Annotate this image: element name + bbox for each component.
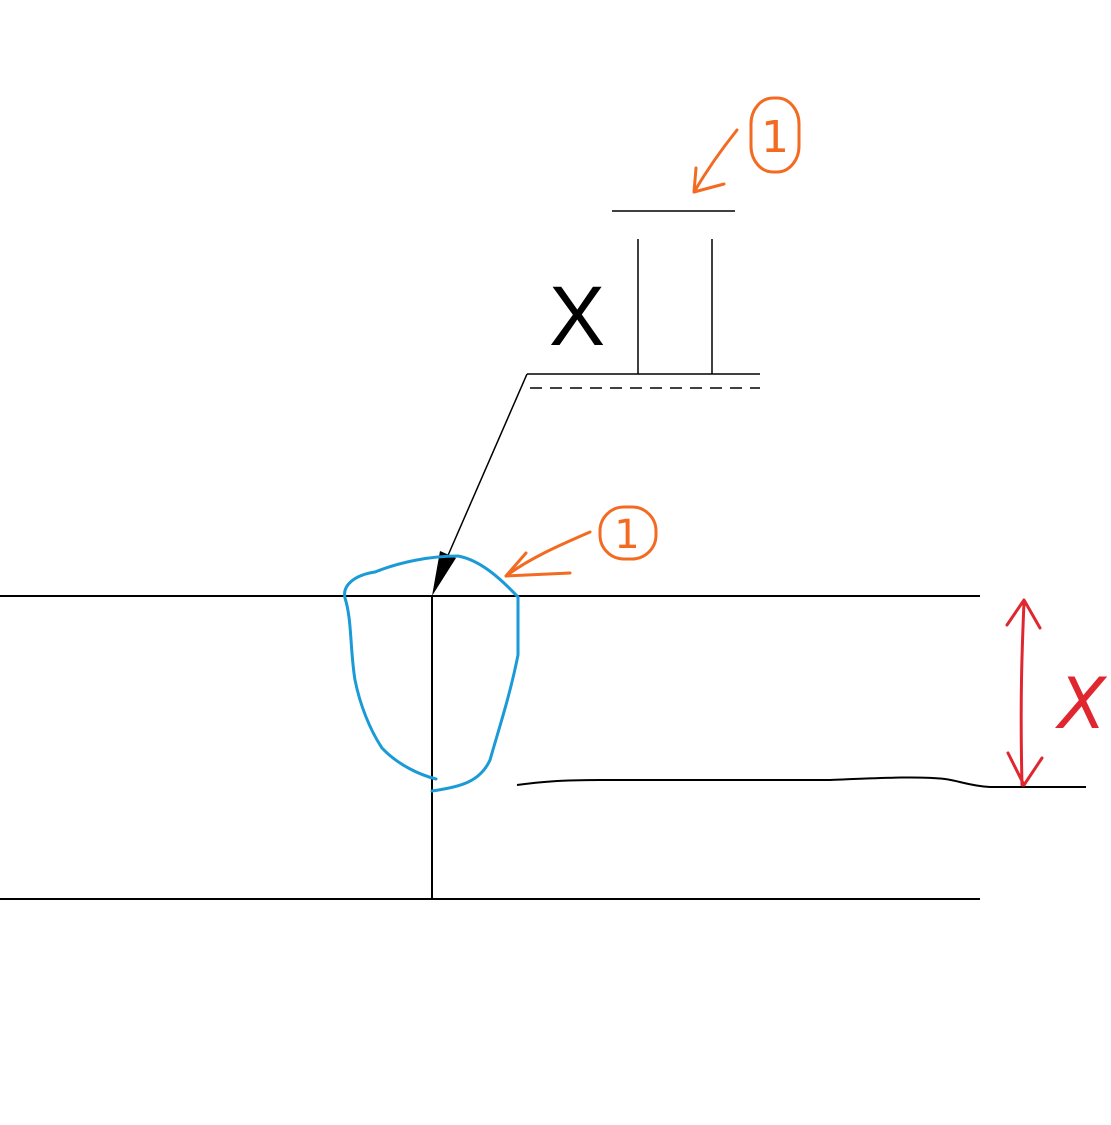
callout-joint-circle	[598, 505, 658, 561]
callout-top-label: 1	[761, 112, 789, 163]
callout-top	[692, 96, 801, 194]
callout-joint-label: 1	[614, 512, 639, 558]
callout-joint-arrow-icon	[504, 530, 592, 578]
weld-size-label: X	[549, 269, 605, 363]
weld-symbol	[432, 210, 760, 596]
weld-highlight-loop	[343, 554, 520, 793]
dimension-annotation	[1005, 598, 1044, 787]
leader-line	[445, 373, 528, 561]
dimension-label: X	[1054, 663, 1108, 745]
leader-arrowhead	[432, 551, 456, 596]
dimension-double-arrow-icon	[1005, 598, 1044, 787]
plate-drawing	[0, 595, 980, 900]
depth-reference-line	[516, 776, 1086, 788]
callout-joint	[504, 505, 658, 578]
callout-top-circle	[749, 96, 801, 174]
callout-top-arrow-icon	[692, 128, 739, 194]
